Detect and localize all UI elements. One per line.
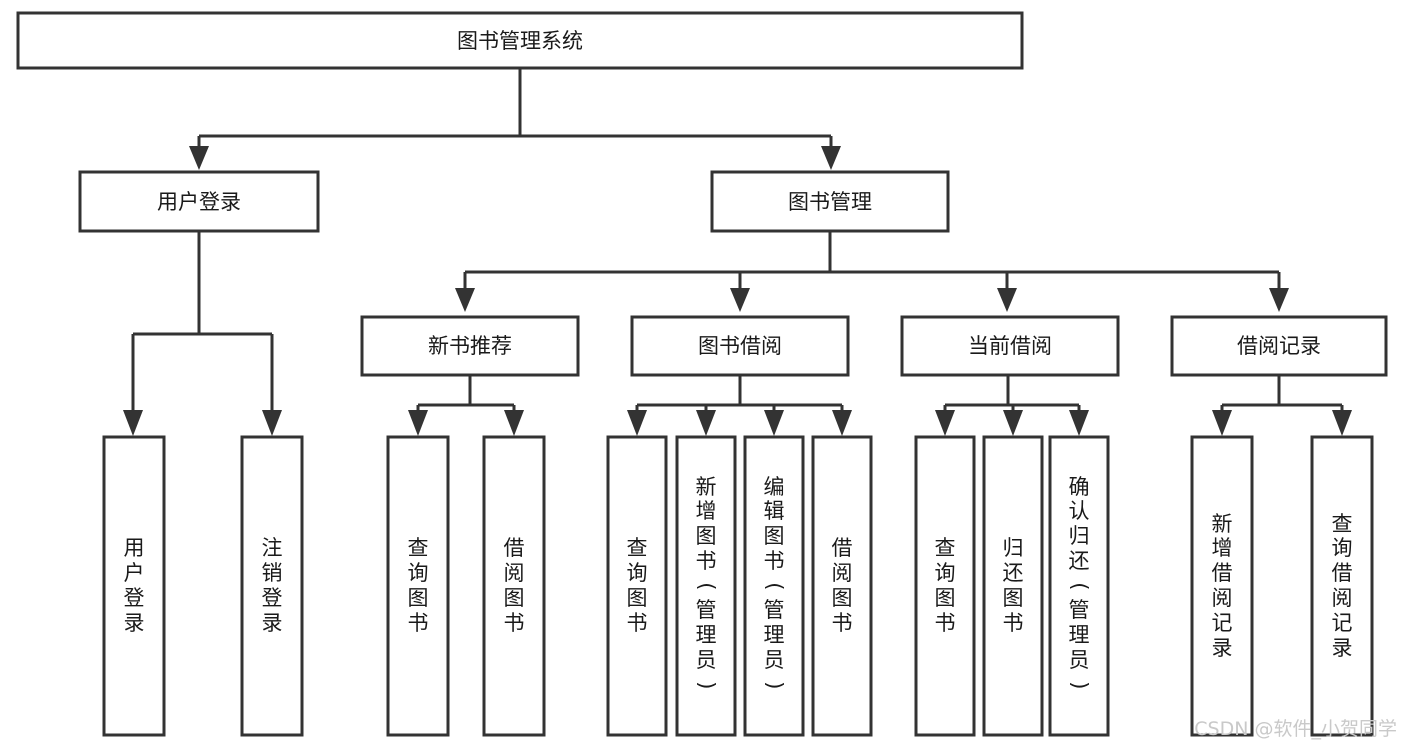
connector-bookmgmt-to-level3 — [455, 231, 1289, 312]
node-borrow-record-label: 借阅记录 — [1237, 334, 1321, 358]
node-root-label: 图书管理系统 — [457, 29, 583, 53]
arrowhead-edit-book — [764, 410, 784, 436]
arrowhead-add-record — [1212, 410, 1232, 436]
node-leaf-query-record-rect[interactable] — [1310, 435, 1374, 737]
node-new-book-recommend-label: 新书推荐 — [428, 334, 512, 358]
node-leaf-borrow-book-2-rect[interactable] — [811, 435, 873, 737]
arrowhead-query-record — [1332, 410, 1352, 436]
arrowhead-leaf-user-login — [123, 410, 143, 436]
node-leaf-edit-book-rect[interactable] — [743, 435, 805, 737]
node-root-rect[interactable] — [16, 11, 1024, 70]
arrowhead-query-book-2 — [627, 410, 647, 436]
node-new-book-recommend-rect[interactable] — [360, 315, 580, 377]
arrowhead-borrow-book-1 — [504, 410, 524, 436]
node-leaf-confirm-return-rect[interactable] — [1048, 435, 1110, 737]
arrowhead-return-book — [1003, 410, 1023, 436]
node-leaf-user-login-rect[interactable] — [102, 435, 166, 737]
node-leaf-query-book-3-rect[interactable] — [914, 435, 976, 737]
arrowhead-book-management — [821, 146, 841, 170]
connector-newbook-to-leaves — [408, 375, 524, 436]
arrowhead-user-login — [189, 146, 209, 170]
arrowhead-query-book-1 — [408, 410, 428, 436]
node-book-borrow-label: 图书借阅 — [698, 334, 782, 358]
node-leaf-logout-rect[interactable] — [240, 435, 304, 737]
node-book-borrow[interactable]: 图书借阅 — [630, 315, 850, 377]
connector-borrowrecord-to-leaves — [1212, 375, 1352, 436]
node-borrow-record-rect[interactable] — [1170, 315, 1388, 377]
node-book-borrow-rect[interactable] — [630, 315, 850, 377]
node-book-management-label: 图书管理 — [788, 190, 872, 214]
node-book-management-rect[interactable] — [710, 170, 950, 233]
node-user-login[interactable]: 用户登录 — [78, 170, 320, 233]
node-user-login-rect[interactable] — [78, 170, 320, 233]
node-new-book-recommend[interactable]: 新书推荐 — [360, 315, 580, 377]
node-root[interactable]: 图书管理系统 — [16, 11, 1024, 70]
arrowhead-book-borrow — [730, 288, 750, 312]
arrowhead-add-book — [696, 410, 716, 436]
node-book-management[interactable]: 图书管理 — [710, 170, 950, 233]
arrowhead-confirm-return — [1069, 410, 1089, 436]
node-leaf-borrow-book-1-rect[interactable] — [482, 435, 546, 737]
node-leaf-add-book-rect[interactable] — [675, 435, 737, 737]
arrowhead-new-book-recommend — [455, 288, 475, 312]
node-leaf-return-book-rect[interactable] — [982, 435, 1044, 737]
arrowhead-borrow-record — [1269, 288, 1289, 312]
node-current-borrow-rect[interactable] — [900, 315, 1120, 377]
node-borrow-record[interactable]: 借阅记录 — [1170, 315, 1388, 377]
arrowhead-query-book-3 — [935, 410, 955, 436]
arrowhead-current-borrow — [997, 288, 1017, 312]
leaf-node-rects — [102, 435, 1374, 737]
connector-bookborrow-to-leaves — [627, 375, 852, 436]
node-user-login-label: 用户登录 — [157, 190, 241, 214]
node-current-borrow-label: 当前借阅 — [968, 334, 1052, 358]
connector-userlogin-to-leaves — [123, 231, 282, 436]
connector-currentborrow-to-leaves — [935, 375, 1089, 436]
connector-root-to-level2 — [189, 68, 841, 170]
node-leaf-add-record-rect[interactable] — [1190, 435, 1254, 737]
node-current-borrow[interactable]: 当前借阅 — [900, 315, 1120, 377]
arrowhead-leaf-logout — [262, 410, 282, 436]
arrowhead-borrow-book-2 — [832, 410, 852, 436]
node-leaf-query-book-1-rect[interactable] — [386, 435, 450, 737]
node-leaf-query-book-2-rect[interactable] — [606, 435, 668, 737]
